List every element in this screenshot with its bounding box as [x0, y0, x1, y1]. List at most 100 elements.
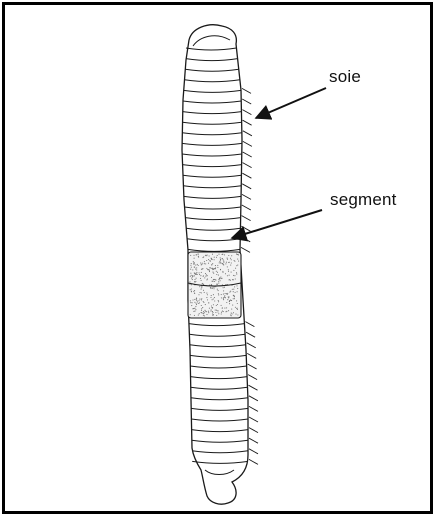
stipple-dot — [220, 262, 221, 263]
stipple-dot — [233, 298, 234, 299]
stipple-dot — [218, 300, 219, 301]
stipple-dot — [197, 301, 198, 302]
stipple-dot — [218, 281, 219, 282]
stipple-dot — [223, 287, 224, 288]
stipple-dot — [214, 257, 215, 258]
stipple-dot — [218, 301, 219, 302]
stipple-dot — [195, 269, 196, 270]
stipple-dot — [223, 261, 224, 262]
stipple-dot — [235, 307, 236, 308]
stipple-dot — [198, 256, 199, 257]
seta-bristle — [242, 88, 251, 93]
stipple-dot — [193, 262, 194, 263]
stipple-dot — [207, 299, 208, 300]
stipple-dot — [213, 298, 214, 299]
stipple-dot — [193, 263, 194, 264]
stipple-dot — [215, 265, 216, 266]
stipple-dot — [190, 289, 191, 290]
seta-bristle — [249, 406, 258, 411]
stipple-dot — [209, 270, 210, 271]
stipple-dot — [220, 269, 221, 270]
stipple-dot — [201, 310, 202, 311]
stipple-dot — [235, 292, 236, 293]
stipple-dot — [234, 275, 235, 276]
stipple-dot — [201, 280, 202, 281]
stipple-dot — [211, 288, 212, 289]
stipple-dot — [193, 255, 194, 256]
stipple-dot — [212, 254, 213, 255]
stipple-dot — [206, 297, 207, 298]
stipple-dot — [201, 305, 202, 306]
stipple-dot — [202, 263, 203, 264]
stipple-dot — [228, 271, 229, 272]
stipple-dot — [190, 269, 191, 270]
stipple-dot — [223, 262, 224, 263]
stipple-dot — [218, 293, 219, 294]
stipple-dot — [206, 260, 207, 261]
stipple-dot — [201, 292, 202, 293]
stipple-dot — [207, 255, 208, 256]
stipple-dot — [195, 306, 196, 307]
stipple-dot — [193, 291, 194, 292]
stipple-dot — [201, 269, 202, 270]
seta-bristle — [249, 396, 258, 401]
stipple-dot — [193, 311, 194, 312]
stipple-dot — [233, 289, 234, 290]
stipple-dot — [235, 278, 236, 279]
stipple-dot — [202, 283, 203, 284]
stipple-dot — [224, 254, 225, 255]
stipple-dot — [229, 275, 230, 276]
stipple-dot — [230, 314, 231, 315]
stipple-dot — [203, 301, 204, 302]
stipple-dot — [209, 308, 210, 309]
seta-bristle — [248, 364, 257, 369]
stipple-dot — [194, 267, 195, 268]
stipple-dot — [190, 314, 191, 315]
stipple-dot — [221, 312, 222, 313]
stipple-dot — [212, 268, 213, 269]
stipple-dot — [220, 278, 221, 279]
stipple-dot — [194, 311, 195, 312]
stipple-dot — [225, 297, 226, 298]
seta-bristle — [243, 120, 252, 125]
stipple-dot — [212, 313, 213, 314]
stipple-dot — [234, 261, 235, 262]
stipple-dot — [216, 274, 217, 275]
stipple-dot — [230, 265, 231, 266]
stipple-dot — [217, 289, 218, 290]
stipple-dot — [201, 298, 202, 299]
stipple-dot — [229, 262, 230, 263]
stipple-dot — [189, 281, 190, 282]
stipple-dot — [198, 265, 199, 266]
stipple-dot — [201, 272, 202, 273]
stipple-dot — [215, 312, 216, 313]
stipple-dot — [233, 291, 234, 292]
stipple-dot — [206, 268, 207, 269]
stipple-dot — [203, 315, 204, 316]
stipple-dot — [218, 294, 219, 295]
stipple-dot — [224, 308, 225, 309]
stipple-dot — [215, 310, 216, 311]
stipple-dot — [194, 290, 195, 291]
stipple-dot — [233, 275, 234, 276]
stipple-dot — [212, 263, 213, 264]
stipple-dot — [192, 275, 193, 276]
stipple-dot — [237, 314, 238, 315]
stipple-dot — [208, 302, 209, 303]
stipple-dot — [221, 294, 222, 295]
stipple-dot — [197, 264, 198, 265]
stipple-dot — [204, 312, 205, 313]
seta-bristle — [243, 152, 252, 157]
stipple-dot — [196, 300, 197, 301]
stipple-dot — [230, 258, 231, 259]
stipple-dot — [196, 267, 197, 268]
stipple-dot — [211, 309, 212, 310]
stipple-dot — [192, 302, 193, 303]
stipple-dot — [237, 288, 238, 289]
seta-bristle — [249, 428, 258, 433]
stipple-dot — [190, 300, 191, 301]
stipple-dot — [200, 262, 201, 263]
stipple-dot — [205, 263, 206, 264]
stipple-dot — [211, 295, 212, 296]
stipple-dot — [210, 261, 211, 262]
